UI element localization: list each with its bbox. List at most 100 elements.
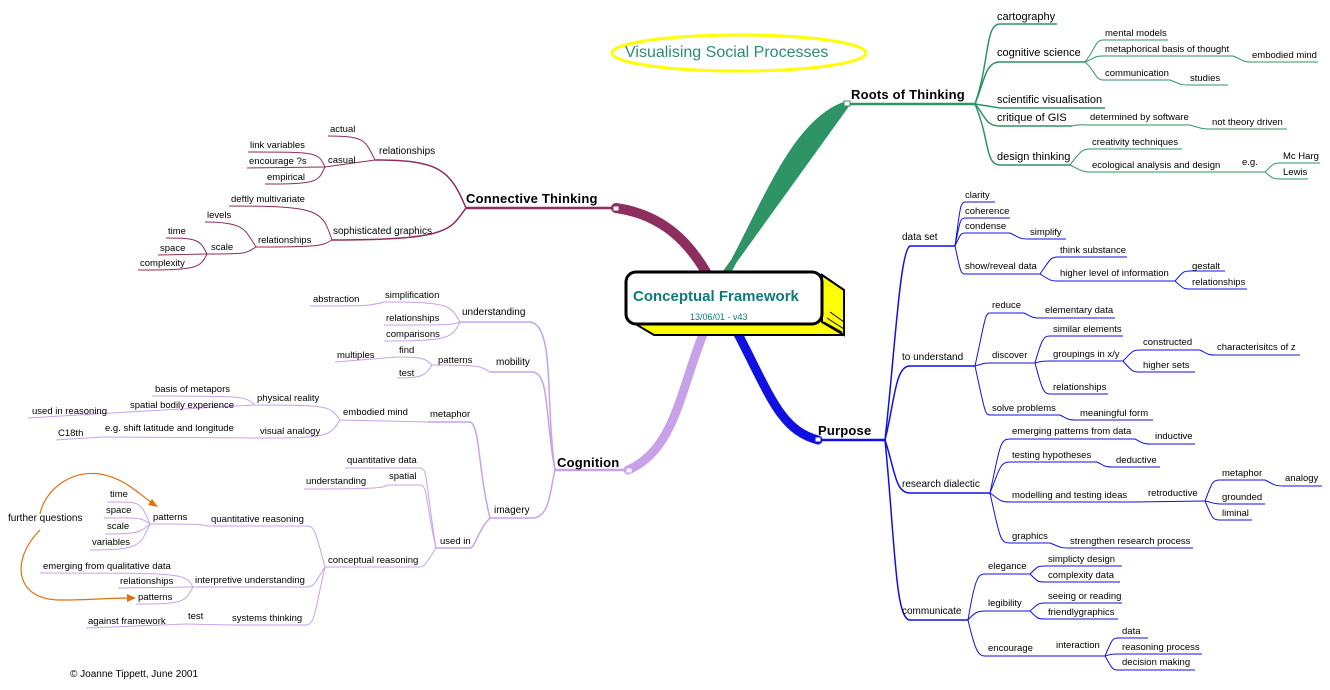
node-used-in-reasoning: used in reasoning [32, 406, 107, 417]
cognition-main-branch [623, 327, 709, 475]
node-grounded: grounded [1222, 492, 1263, 503]
node-space-cognition: space [106, 505, 132, 516]
connective-node-box [612, 205, 620, 212]
node-simplicity-design: simplicty design [1048, 554, 1116, 565]
node-multiples: multiples [337, 350, 375, 361]
purpose-leaf-connectors [954, 201, 1322, 671]
node-link-variables: link variables [250, 140, 305, 151]
node-reasoning-process: reasoning process [1122, 642, 1200, 653]
node-ecological-analysis: ecological analysis and design [1092, 160, 1221, 171]
node-analogy: analogy [1285, 473, 1319, 484]
node-elegance: elegance [988, 561, 1027, 572]
node-relationships-purpose: relationships [1192, 277, 1246, 288]
node-similar-elements: similar elements [1053, 324, 1122, 335]
node-condense: condense [965, 221, 1007, 232]
arrowhead-bottom [127, 594, 136, 602]
node-relationships-connective-2: relationships [258, 235, 312, 246]
node-encourage-purpose: encourage [988, 643, 1033, 654]
center-subtitle: 13/06/01 - v43 [690, 312, 748, 322]
node-relationships-interpretive: relationships [120, 576, 174, 587]
node-relationships-connective: relationships [379, 146, 436, 157]
node-patterns-interpretive: patterns [138, 592, 173, 603]
node-cognitive-science: cognitive science [997, 47, 1081, 59]
node-determined-by-software: determined by software [1090, 112, 1189, 123]
purpose-connectors [884, 245, 990, 621]
node-comparisons: comparisons [386, 329, 440, 340]
further-questions-arrows [20, 472, 156, 601]
node-embodied-mind-cognition: embodied mind [343, 407, 408, 418]
node-emerging-patterns: emerging patterns from data [1012, 426, 1132, 437]
node-to-understand: to understand [902, 352, 964, 363]
node-liminal: liminal [1222, 508, 1249, 519]
node-casual: casual [328, 155, 356, 166]
branch-purpose: Purpose [818, 423, 872, 438]
node-conceptual-reasoning: conceptual reasoning [328, 555, 419, 566]
node-simplification: simplification [385, 290, 440, 301]
node-scale-cognition: scale [107, 521, 130, 532]
node-data-purpose: data [1122, 626, 1141, 637]
node-retroductive: retroductive [1148, 488, 1198, 499]
node-spatial-bodily-experience: spatial bodily experience [130, 400, 235, 411]
node-solve-problems: solve problems [992, 403, 1056, 414]
node-find: find [399, 345, 415, 356]
node-imagery: imagery [494, 505, 530, 516]
node-interaction: interaction [1056, 640, 1100, 651]
central-box [624, 270, 845, 337]
roots-main-branch [723, 101, 850, 275]
arrowhead-top [148, 499, 158, 507]
node-discover: discover [992, 350, 1028, 361]
node-shift-latitude: e.g. shift latitude and longitude [105, 423, 234, 434]
node-reduce: reduce [992, 300, 1022, 311]
note-further-questions: further questions [8, 513, 83, 524]
node-metaphor-purpose: metaphor [1222, 468, 1263, 479]
node-simplify: simplify [1030, 227, 1062, 238]
node-research-dialectic: research dialectic [902, 479, 980, 490]
node-empirical: empirical [267, 172, 306, 183]
node-time-connective: time [168, 226, 186, 237]
node-testing-hypotheses: testing hypotheses [1012, 450, 1092, 461]
node-abstraction: abstraction [313, 294, 360, 305]
node-sophisticated-graphics: sophisticated graphics [333, 226, 432, 237]
node-mental-models: mental models [1105, 28, 1167, 39]
node-patterns-quantitative: patterns [153, 512, 188, 523]
node-gestalt: gestalt [1192, 261, 1220, 272]
node-higher-level: higher level of information [1060, 268, 1169, 279]
purpose-main-branch [732, 327, 823, 445]
node-inductive: inductive [1155, 431, 1193, 442]
node-show-reveal-data: show/reveal data [965, 261, 1037, 272]
node-characteristics-z: characterisitcs of z [1217, 342, 1296, 353]
node-communicate: communicate [902, 606, 962, 617]
node-creativity-techniques: creativity techniques [1092, 137, 1179, 148]
center-title: Conceptual Framework [633, 288, 799, 305]
node-levels: levels [207, 210, 232, 221]
node-test-systems: test [188, 611, 204, 622]
node-metaphor-cognition: metaphor [430, 409, 471, 420]
node-critique-gis: critique of GIS [997, 112, 1067, 124]
node-legibility: legibility [988, 598, 1022, 609]
cognition-leaf-connectors [27, 301, 491, 629]
node-quantitative-reasoning: quantitative reasoning [211, 514, 304, 525]
node-mc-harg: Mc Harg [1283, 151, 1319, 162]
node-friendlygraphics: friendlygraphics [1048, 607, 1115, 618]
node-used-in: used in [440, 536, 471, 547]
node-studies: studies [1190, 73, 1221, 84]
node-metaphorical-basis: metaphorical basis of thought [1105, 44, 1230, 55]
node-basis-of-metapors: basis of metapors [155, 384, 230, 395]
node-meaningful-form: meaningful form [1080, 408, 1149, 419]
page-title: Visualising Social Processes [625, 44, 829, 61]
node-not-theory-driven: not theory driven [1212, 117, 1283, 128]
node-c18th: C18th [58, 428, 84, 439]
node-physical-reality: physical reality [257, 393, 320, 404]
node-interpretive-understanding: interpretive understanding [195, 575, 305, 586]
node-scientific-visualisation: scientific visualisation [997, 94, 1103, 106]
node-mobility: mobility [496, 357, 530, 368]
node-groupings: groupings in x/y [1053, 349, 1120, 360]
node-design-thinking: design thinking [997, 151, 1071, 163]
node-deftly-multivariate: deftly multivariate [231, 194, 305, 205]
copyright: © Joanne Tippett, June 2001 [70, 669, 199, 680]
connective-connectors [331, 159, 467, 241]
node-clarity: clarity [965, 190, 990, 201]
node-patterns-mobility: patterns [438, 355, 473, 366]
branch-cognition: Cognition [557, 455, 620, 470]
